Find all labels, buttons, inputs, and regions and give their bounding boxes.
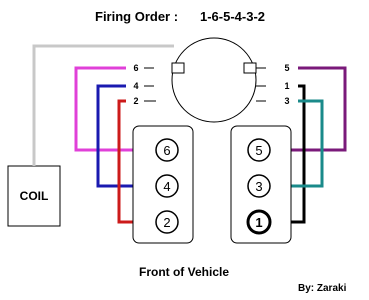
distributor-cap: [144, 37, 266, 123]
cylinder-5: [247, 138, 271, 162]
title-label: Firing Order :: [95, 9, 178, 24]
cap-terminal-label: 1: [284, 81, 289, 91]
cylinder-4: [155, 174, 179, 198]
cylinder-6: [155, 138, 179, 162]
cylinder-number: 3: [255, 179, 262, 194]
plug-wire-6: [74, 66, 156, 152]
cylinder-3: [247, 174, 271, 198]
cylinder-2: [155, 210, 179, 234]
plug-wire-5: [270, 66, 347, 152]
cylinder-number: 6: [163, 143, 170, 158]
cap-terminal-label: 2: [133, 96, 138, 106]
cylinder-number: 4: [163, 179, 170, 194]
coil-wire: [32, 44, 174, 166]
cap-terminal-label: 4: [133, 81, 138, 91]
cap-terminal-label: 3: [284, 96, 289, 106]
cylinder-number: 5: [255, 143, 262, 158]
cylinder-number: 2: [163, 215, 170, 230]
front-of-vehicle-label: Front of Vehicle: [139, 265, 229, 279]
cap-terminal-label: 5: [284, 63, 289, 73]
cap-terminal-label: 6: [133, 63, 138, 73]
plug-wire-4: [96, 84, 156, 188]
cylinder-number: 1: [255, 215, 262, 230]
coil-box: [7, 165, 61, 227]
firing-sequence: 1-6-5-4-3-2: [200, 9, 265, 24]
author-credit: By: Zaraki: [298, 283, 347, 294]
coil-label: COIL: [20, 189, 49, 203]
plug-wire-3: [270, 99, 324, 188]
cylinder-1: [246, 209, 272, 235]
